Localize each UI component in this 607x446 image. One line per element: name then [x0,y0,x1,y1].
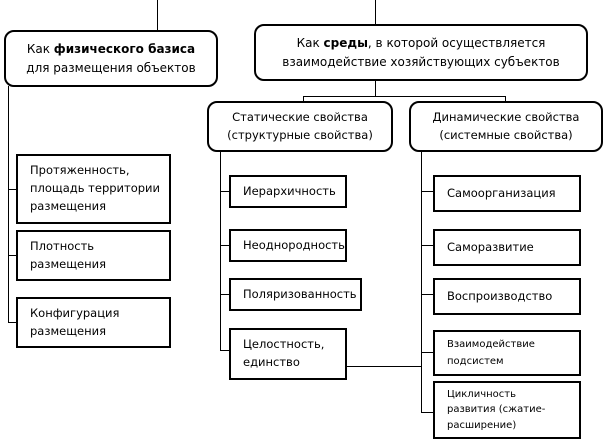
dynamic-item-cyclicity: Цикличность развития (сжатие- расширение… [433,381,581,439]
dynamic-properties-box: Динамические свойства (системные свойств… [409,101,603,152]
static-item-integrity: Целостность, единство [229,328,347,380]
left-item-density: Плотность размещения [16,230,171,281]
static-item-hierarchy: Иерархичность [229,175,347,208]
left-item-configuration: Конфигурация размещения [16,297,171,348]
dynamic-item-reproduction: Воспроизводство [433,278,581,315]
dynamic-item-subsystem-interaction: Взаимодействие подсистем [433,330,581,376]
dynamic-properties-line1: Динамические свойства [432,109,580,124]
static-properties-line1: Статические свойства [232,109,368,124]
physical-basis-box: Как физического базиса для размещения об… [4,30,218,87]
dynamic-properties-line2: (системные свойства) [439,127,573,142]
environment-line1: Как среды, в которой осуществляется [296,35,546,50]
dynamic-item-self-development: Саморазвитие [433,229,581,266]
static-properties-line2: (структурные свойства) [227,127,373,142]
dynamic-item-self-organization: Самоорганизация [433,175,581,212]
left-item-extent: Протяженность, площадь территории размещ… [16,154,171,224]
static-item-polarization: Поляризованность [229,278,362,311]
static-properties-box: Статические свойства (структурные свойст… [207,101,393,152]
static-item-heterogeneity: Неоднородность [229,229,347,262]
physical-basis-line2: для размещения объектов [26,60,196,75]
environment-box: Как среды, в которой осуществляется взаи… [254,24,588,81]
physical-basis-line1: Как физического базиса [26,41,196,56]
environment-line2: взаимодействие хозяйствующих субъектов [282,54,560,69]
